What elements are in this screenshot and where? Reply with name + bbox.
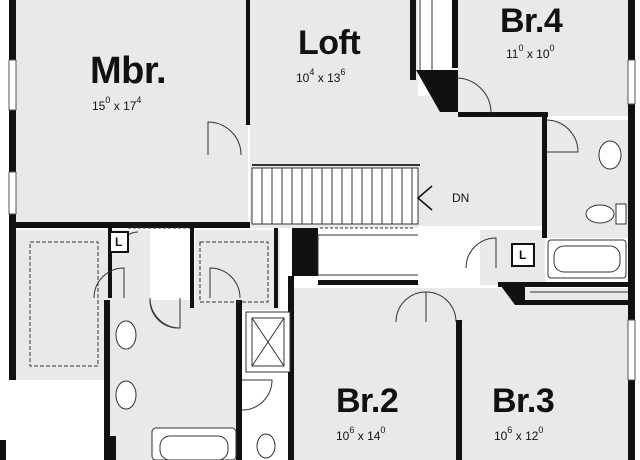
linen-closet-label-1: L [115, 235, 123, 249]
br3-room-dimensions: 106 x 120 [494, 425, 544, 443]
bath-fixtures [115, 140, 627, 460]
linen-closet-label-2: L [519, 248, 527, 262]
stair-down-label: DN [452, 191, 470, 205]
loft-room-dimensions: 104 x 136 [296, 67, 346, 85]
door-swings [93, 77, 579, 411]
br4-room-dimensions: 110 x 100 [506, 43, 555, 61]
bath-angle-wall [498, 282, 525, 305]
closet-lines [29, 0, 628, 367]
linen-closets [109, 231, 535, 267]
br4-room-name: Br.4 [500, 2, 563, 40]
br2-room-dimensions: 106 x 140 [336, 425, 386, 443]
shower [245, 311, 291, 373]
closet-wall [416, 70, 458, 112]
mbr-room-name: Mbr. [90, 50, 167, 92]
loft-room-name: Loft [298, 24, 361, 62]
stair-direction-arrow [416, 185, 433, 211]
mbr-room-dimensions: 150 x 174 [92, 95, 142, 113]
staircase [251, 164, 433, 225]
windows [8, 59, 636, 381]
br2-room-name: Br.2 [336, 382, 399, 420]
br3-room-name: Br.3 [492, 382, 555, 420]
